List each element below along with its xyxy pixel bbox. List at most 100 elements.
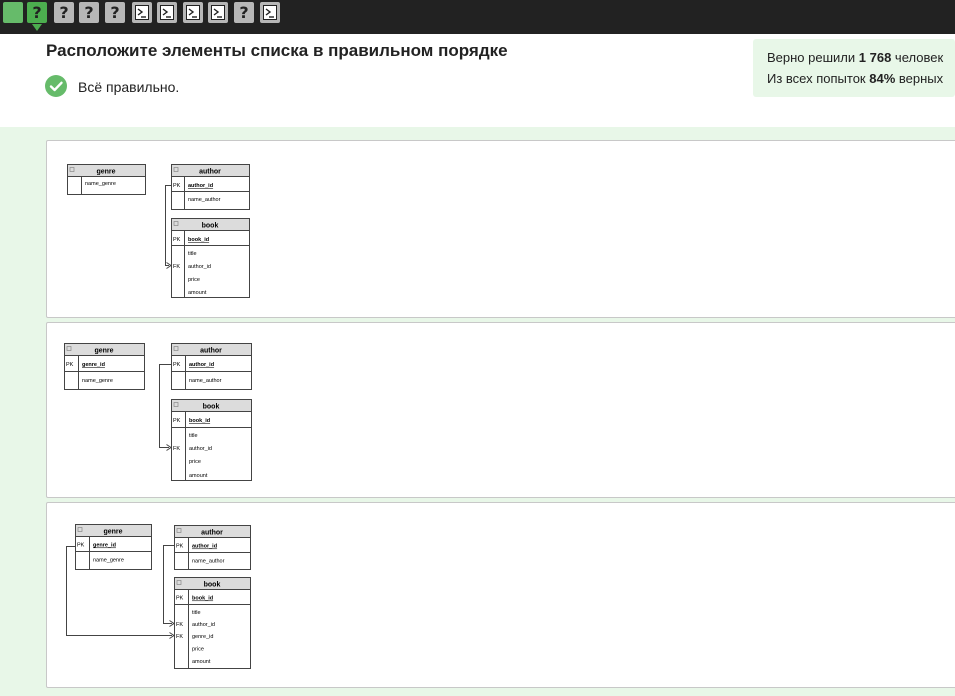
step-4-question-icon: ? <box>84 3 94 22</box>
step-10[interactable]: ? <box>234 2 254 23</box>
steps-bar: ? ? ? ? ? <box>0 0 955 34</box>
field-amount: amount <box>188 290 207 296</box>
table-author: author PK author_id name_author <box>171 343 252 390</box>
stats-attempts: Из всех попыток 84% верных <box>767 71 943 86</box>
field-title: title <box>188 251 197 257</box>
result-message: Всё правильно. <box>78 79 180 95</box>
table-book-title: book <box>204 582 221 589</box>
field-name-author: name_author <box>189 378 222 384</box>
stats-solved-count: 1 768 <box>858 50 892 65</box>
step-6-terminal-icon <box>135 5 149 20</box>
relation-genre-book <box>66 546 175 639</box>
er-diagram-3: genre PK genre_id name_genre author PK a… <box>66 524 251 669</box>
field-author-id: author_id <box>188 264 211 270</box>
field-name-author: name_author <box>192 559 225 565</box>
step-10-question-icon: ? <box>239 3 249 22</box>
table-book: book PK book_id title FK author_id price… <box>171 218 250 298</box>
table-author: author PK author_id name_author <box>171 164 250 210</box>
step-8-terminal-icon <box>186 5 200 20</box>
table-genre-title: genre <box>103 529 122 536</box>
key-pk: PK <box>173 183 181 189</box>
step-11[interactable] <box>260 2 280 23</box>
key-pk: PK <box>173 237 181 243</box>
page-title: Расположите элементы списка в правильном… <box>46 41 508 60</box>
check-circle-icon <box>45 75 67 97</box>
key-pk: PK <box>176 596 184 602</box>
er-diagram-1: genre name_genre author PK author_id nam… <box>67 164 250 298</box>
field-name-genre: name_genre <box>85 181 116 187</box>
step-2-question-icon: ? <box>32 3 42 22</box>
field-amount: amount <box>192 659 211 665</box>
table-author-title: author <box>201 530 223 537</box>
table-book: book PK book_id title FK author_id FK ge… <box>174 577 251 669</box>
step-7[interactable] <box>157 2 177 23</box>
field-author-id: author_id <box>192 622 215 628</box>
field-author-id: author_id <box>189 446 212 452</box>
step-9-terminal-icon <box>211 5 225 20</box>
table-genre: genre name_genre <box>67 164 146 195</box>
er-diagram-2: genre PK genre_id name_genre author PK a… <box>64 343 252 481</box>
step-1-solved[interactable] <box>3 2 23 23</box>
stats-panel: Верно решили 1 768 человек Из всех попыт… <box>753 39 955 97</box>
table-genre-title: genre <box>96 169 115 176</box>
key-pk: PK <box>66 362 74 368</box>
field-name-genre: name_genre <box>82 378 113 384</box>
step-3-question-icon: ? <box>59 3 69 22</box>
field-name-author: name_author <box>188 197 221 203</box>
answer-area: genre name_genre author PK author_id nam… <box>0 127 955 696</box>
step-7-terminal-icon <box>160 5 174 20</box>
field-price: price <box>189 459 201 465</box>
field-author-id: author_id <box>189 362 214 368</box>
table-genre: genre PK genre_id name_genre <box>75 524 152 570</box>
relation-author-book <box>163 545 175 627</box>
field-book-id: book_id <box>192 596 213 602</box>
field-book-id: book_id <box>189 418 210 424</box>
step-8[interactable] <box>183 2 203 23</box>
field-author-id: author_id <box>192 544 217 550</box>
key-fk: FK <box>173 264 180 270</box>
table-genre-title: genre <box>94 348 113 355</box>
key-pk: PK <box>173 418 181 424</box>
field-genre-id: genre_id <box>82 362 105 368</box>
field-name-genre: name_genre <box>93 558 124 564</box>
table-author-title: author <box>199 169 221 176</box>
field-title: title <box>192 610 201 616</box>
key-fk: FK <box>176 622 183 628</box>
field-author-id: author_id <box>188 183 213 189</box>
key-fk: FK <box>176 634 183 640</box>
key-pk: PK <box>176 544 184 550</box>
step-11-terminal-icon <box>263 5 277 20</box>
step-2-current[interactable]: ? <box>27 2 47 31</box>
field-price: price <box>192 647 204 653</box>
step-5[interactable]: ? <box>105 2 125 23</box>
field-book-id: book_id <box>188 237 209 243</box>
table-author-title: author <box>200 348 222 355</box>
field-genre-id: genre_id <box>93 543 116 549</box>
step-9[interactable] <box>208 2 228 23</box>
field-price: price <box>188 277 200 283</box>
step-3[interactable]: ? <box>54 2 74 23</box>
table-book: book PK book_id title FK author_id price… <box>171 399 252 481</box>
field-title: title <box>189 433 198 439</box>
stats-solved-suffix: человек <box>891 50 944 65</box>
key-pk: PK <box>173 362 181 368</box>
stats-solved: Верно решили 1 768 человек <box>767 50 943 65</box>
field-genre-id: genre_id <box>192 634 213 640</box>
sortable-option-3[interactable]: genre PK genre_id name_genre author PK a… <box>46 502 955 688</box>
step-5-question-icon: ? <box>110 3 120 22</box>
table-author: author PK author_id name_author <box>174 525 251 570</box>
sortable-option-1[interactable]: genre name_genre author PK author_id nam… <box>46 140 955 318</box>
stats-solved-prefix: Верно решили <box>767 50 859 65</box>
stats-attempts-prefix: Из всех попыток <box>767 71 870 86</box>
step-6[interactable] <box>132 2 152 23</box>
table-book-title: book <box>202 223 219 230</box>
table-genre: genre PK genre_id name_genre <box>64 343 145 390</box>
sortable-option-2[interactable]: genre PK genre_id name_genre author PK a… <box>46 322 955 498</box>
stats-attempts-suffix: верных <box>895 71 944 86</box>
table-book-title: book <box>203 404 220 411</box>
relation-author-book <box>165 185 172 269</box>
field-amount: amount <box>189 473 208 479</box>
step-4[interactable]: ? <box>79 2 99 23</box>
key-pk: PK <box>77 543 85 549</box>
stats-attempts-percent: 84% <box>869 71 896 86</box>
